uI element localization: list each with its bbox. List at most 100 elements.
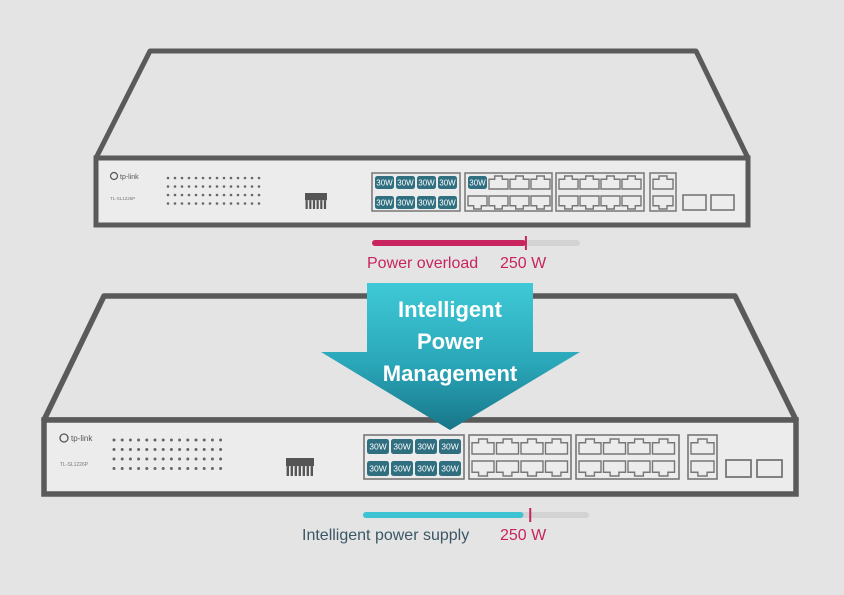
console-body — [305, 193, 327, 201]
intelligent-power-management-arrow: Intelligent Power Management — [321, 283, 580, 430]
poe-port — [391, 439, 413, 454]
console-tooth — [305, 200, 308, 209]
top-power-bar-fill — [372, 240, 526, 246]
led-dot — [210, 467, 214, 470]
led-dot — [194, 438, 198, 442]
led-dot — [187, 176, 191, 180]
top-sfp-slot — [682, 194, 707, 211]
led-dot — [229, 185, 233, 188]
led-dot — [145, 448, 149, 451]
led-dot — [236, 202, 240, 205]
led-dot — [243, 193, 247, 197]
led-dot — [178, 438, 182, 442]
ethernet-port — [509, 195, 530, 210]
poe-port — [367, 439, 389, 454]
led-dot — [250, 185, 254, 188]
poe-port-label: 30W — [417, 464, 434, 474]
poe-port — [396, 176, 415, 189]
led-dot — [215, 193, 219, 197]
led-dot — [120, 457, 124, 461]
led-dot — [219, 467, 223, 470]
top-console-port-icon — [305, 193, 327, 209]
led-dot — [201, 202, 205, 205]
console-tooth — [286, 466, 289, 476]
led-dot — [186, 438, 190, 442]
uplink-frame — [687, 434, 718, 480]
poe-port — [415, 461, 437, 476]
led-dot — [243, 176, 247, 180]
bottom-ethernet-ports-3 — [578, 438, 676, 477]
poe-port — [417, 196, 436, 209]
top-switch-model: TL-SL1226P — [110, 196, 135, 201]
led-dot — [208, 185, 212, 188]
top-ethernet-ports-2: 30W — [467, 175, 551, 210]
led-dot — [153, 438, 157, 442]
led-dot — [128, 438, 132, 442]
console-body — [286, 458, 314, 467]
led-dot — [173, 185, 177, 188]
ethernet-port — [652, 175, 674, 190]
poe-port — [439, 439, 461, 454]
ethernet-port — [520, 438, 544, 455]
led-dot — [120, 438, 124, 442]
console-tooth — [323, 200, 327, 209]
ethernet-port — [621, 195, 642, 210]
console-tooth — [309, 200, 312, 209]
poe-port-label: 30W — [369, 464, 386, 474]
led-dot — [166, 185, 170, 188]
top-led-grid — [166, 176, 261, 205]
led-dot — [187, 185, 191, 188]
led-dot — [137, 457, 141, 461]
led-dot — [257, 185, 261, 188]
led-dot — [145, 457, 149, 461]
led-dot — [208, 176, 212, 180]
led-dot — [236, 185, 240, 188]
top-sfp-slots — [682, 194, 735, 211]
led-dot — [201, 176, 205, 180]
bottom-console-port-icon — [286, 458, 314, 476]
ethernet-port — [509, 175, 530, 190]
led-dot — [194, 467, 198, 470]
arrow-text-line1: Intelligent — [398, 297, 503, 322]
poe-port-label: 30W — [376, 198, 393, 207]
led-dot — [178, 467, 182, 470]
led-dot — [194, 202, 198, 205]
bottom-poe-block-frame — [363, 434, 465, 480]
led-dot — [219, 448, 223, 451]
led-dot — [202, 467, 206, 470]
led-dot — [161, 457, 165, 461]
ethernet-port — [578, 460, 602, 477]
poe-port — [415, 439, 437, 454]
top-power-value: 250 W — [500, 255, 547, 272]
console-tooth — [302, 466, 305, 476]
poe-port-label: 30W — [441, 442, 458, 452]
led-dot — [236, 176, 240, 180]
bottom-led-grid — [112, 438, 223, 470]
led-dot — [202, 457, 206, 461]
led-dot — [166, 193, 170, 197]
led-dot — [180, 193, 184, 197]
led-dot — [178, 448, 182, 451]
led-dot — [219, 457, 223, 461]
led-dot — [208, 193, 212, 197]
led-dot — [222, 185, 226, 188]
bottom-port-block-frame-2 — [468, 434, 572, 480]
led-dot — [201, 193, 205, 197]
top-ethernet-ports-3 — [558, 175, 642, 210]
led-dot — [173, 202, 177, 205]
ethernet-port — [690, 438, 715, 455]
poe-port — [468, 176, 487, 189]
bottom-uplink-ports — [687, 434, 718, 480]
led-dot — [257, 202, 261, 205]
ethernet-port — [495, 438, 520, 455]
console-tooth — [290, 466, 293, 476]
ethernet-port — [520, 460, 544, 477]
console-tooth — [316, 200, 319, 209]
bottom-switch-brand: tp-link — [71, 434, 93, 443]
poe-port — [391, 461, 413, 476]
led-dot — [137, 448, 141, 451]
led-dot — [250, 202, 254, 205]
led-dot — [173, 193, 177, 197]
